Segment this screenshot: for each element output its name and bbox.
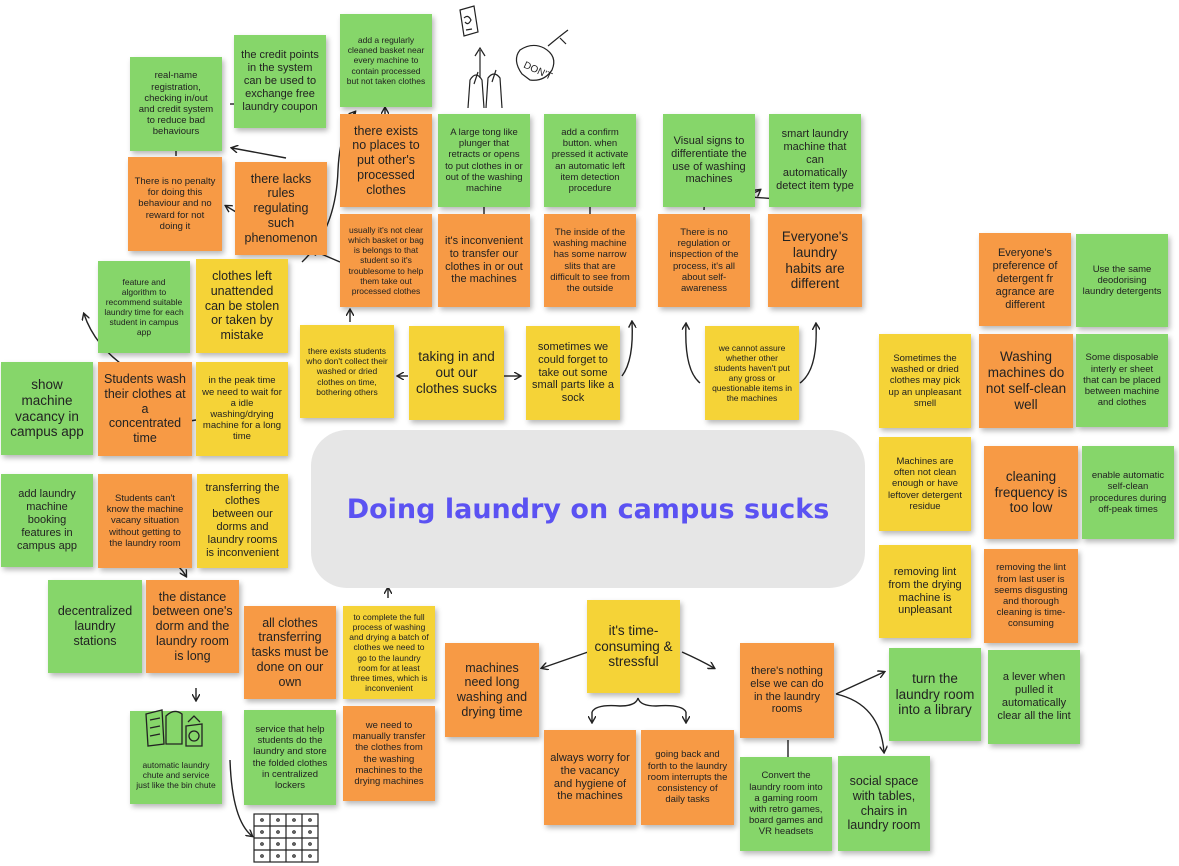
sticky-note[interactable]: always worry for the vacancy and hygiene… xyxy=(544,730,636,825)
arrow xyxy=(621,322,632,377)
sticky-note[interactable]: service that help students do the laundr… xyxy=(244,710,336,805)
sketch-locker-grid-drawing xyxy=(253,813,319,863)
sticky-note[interactable]: add a regularly cleaned basket near ever… xyxy=(340,14,432,107)
sticky-note[interactable]: removing lint from the drying machine is… xyxy=(879,545,971,638)
sticky-note[interactable]: add a confirm button. when pressed it ac… xyxy=(544,114,636,207)
sticky-note[interactable]: Convert the laundry room into a gaming r… xyxy=(740,757,832,851)
sticky-note[interactable]: The inside of the washing machine has so… xyxy=(544,214,636,307)
arrow xyxy=(835,672,884,695)
sticky-note[interactable]: Machines are often not clean enough or h… xyxy=(879,437,971,531)
sketch-plunger-drawing: DON'T xyxy=(459,5,569,109)
sticky-note[interactable]: real-name registration, checking in/out … xyxy=(130,57,222,151)
sticky-note[interactable]: clothes left unattended can be stolen or… xyxy=(196,259,288,353)
central-topic-title: Doing laundry on campus sucks xyxy=(346,493,830,525)
arrow xyxy=(686,324,701,384)
arrow xyxy=(229,759,252,836)
sticky-note[interactable]: we need to manually transfer the clothes… xyxy=(343,706,435,801)
arrow xyxy=(542,651,589,668)
sticky-note[interactable]: in the peak time we need to wait for a i… xyxy=(196,362,288,456)
sticky-note[interactable]: taking in and out our clothes sucks xyxy=(409,326,504,420)
sticky-note[interactable]: decentralized laundry stations xyxy=(48,580,142,673)
sticky-note[interactable]: show machine vacancy in campus app xyxy=(1,362,93,455)
brace xyxy=(591,697,687,713)
sticky-note[interactable]: automatic laundry chute and service just… xyxy=(130,711,222,804)
sticky-note[interactable]: A large tong like plunger that retracts … xyxy=(438,114,530,207)
sticky-note[interactable]: There is no penalty for doing this behav… xyxy=(128,157,222,251)
sticky-note[interactable]: Everyone's preference of detergent fr ag… xyxy=(979,233,1071,326)
sticky-note[interactable]: there exists students who don't collect … xyxy=(300,325,394,418)
sticky-note[interactable]: Some disposable interly er sheet that ca… xyxy=(1076,334,1168,427)
sticky-note[interactable]: social space with tables, chairs in laun… xyxy=(838,756,930,851)
sticky-note[interactable]: feature and algorithm to recommend suita… xyxy=(98,261,190,353)
sticky-note[interactable]: enable automatic self-clean procedures d… xyxy=(1082,446,1174,539)
sticky-note[interactable]: to complete the full process of washing … xyxy=(343,606,435,699)
arrow xyxy=(681,651,714,668)
sticky-note[interactable]: turn the laundry room into a library xyxy=(889,648,981,741)
sticky-note[interactable]: smart laundry machine that can automatic… xyxy=(769,114,861,207)
sticky-note[interactable]: Visual signs to differentiate the use of… xyxy=(663,114,755,207)
sticky-note[interactable]: sometimes we could forget to take out so… xyxy=(526,326,620,420)
sticky-note[interactable]: Students can't know the machine vacany s… xyxy=(98,474,192,568)
sticky-note[interactable]: the distance between one's dorm and the … xyxy=(146,580,239,673)
arrow xyxy=(799,324,816,384)
arrow xyxy=(835,693,884,752)
sticky-note[interactable]: it's time-consuming & stressful xyxy=(587,600,680,693)
sticky-note[interactable]: it's inconvenient to transfer our clothe… xyxy=(438,214,530,307)
sticky-note[interactable]: machines need long washing and drying ti… xyxy=(445,643,539,737)
sticky-note[interactable]: Everyone's laundry habits are different xyxy=(768,214,862,307)
sketch-laundry-chute-drawing xyxy=(145,709,203,747)
sticky-note[interactable]: Use the same deodorising laundry deterge… xyxy=(1076,234,1168,327)
sticky-note[interactable]: removing the lint from last user is seem… xyxy=(984,549,1078,643)
sticky-note[interactable]: There is no regulation or inspection of … xyxy=(658,214,750,307)
sticky-note[interactable]: going back and forth to the laundry room… xyxy=(641,730,734,825)
sticky-note[interactable]: Washing machines do not self-clean well xyxy=(979,334,1073,428)
sticky-note[interactable]: there exists no places to put other's pr… xyxy=(340,114,432,207)
sticky-note[interactable]: we cannot assure whether other students … xyxy=(705,326,799,420)
sticky-note[interactable]: Sometimes the washed or dried clothes ma… xyxy=(879,334,971,428)
sticky-note[interactable]: the credit points in the system can be u… xyxy=(234,35,326,128)
sticky-note[interactable]: a lever when pulled it automatically cle… xyxy=(988,650,1080,744)
svg-text:DON'T: DON'T xyxy=(522,60,554,83)
sticky-note[interactable]: transferring the clothes between our dor… xyxy=(197,474,288,568)
arrow xyxy=(232,148,287,159)
sticky-note[interactable]: Students wash their clothes at a concent… xyxy=(98,362,192,456)
sticky-note[interactable]: usually it's not clear which basket or b… xyxy=(340,214,432,307)
sticky-note[interactable]: cleaning frequency is too low xyxy=(984,446,1078,539)
central-topic: Doing laundry on campus sucks xyxy=(311,430,865,588)
sticky-note[interactable]: there lacks rules regulating such phenom… xyxy=(235,162,327,255)
sticky-note[interactable]: all clothes transferring tasks must be d… xyxy=(244,606,336,699)
sticky-note[interactable]: there's nothing else we can do in the la… xyxy=(740,643,834,738)
sticky-note[interactable]: add laundry machine booking features in … xyxy=(1,474,93,567)
